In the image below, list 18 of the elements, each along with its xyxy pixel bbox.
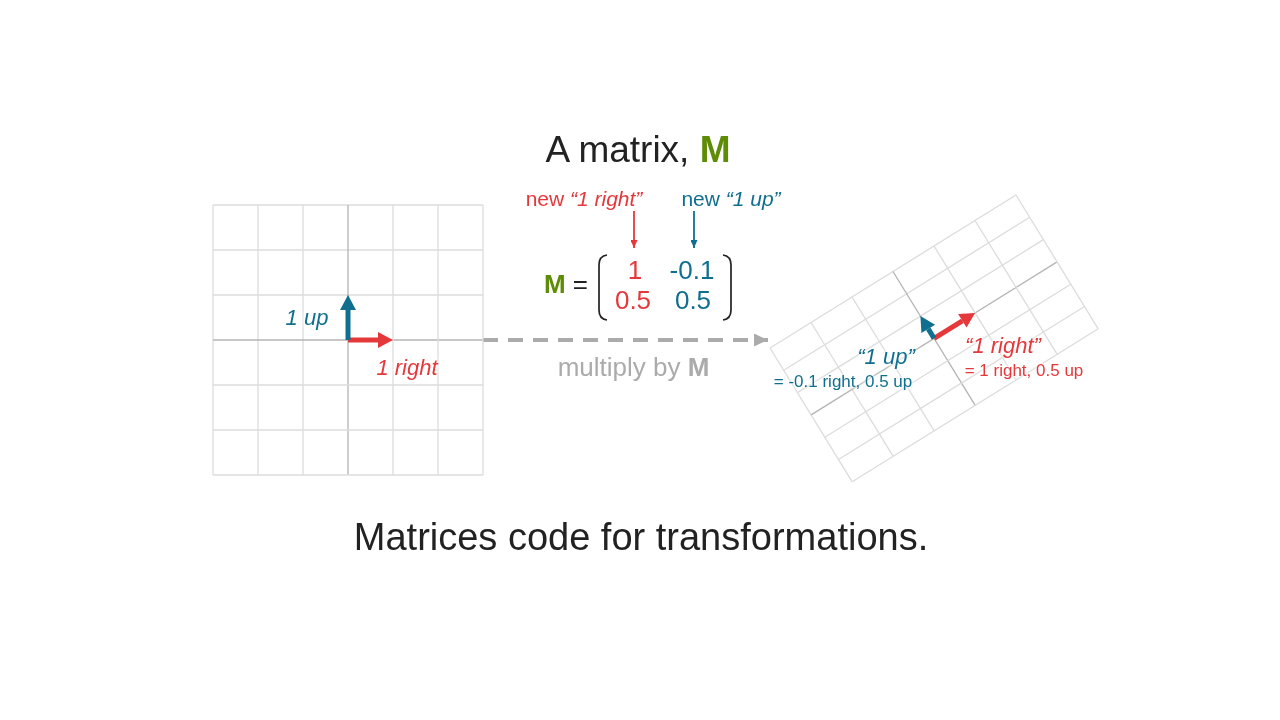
matrix-entry: 0.5	[674, 286, 712, 316]
vector-label: 1 up	[285, 305, 329, 331]
matrix-entry: 0.5	[614, 286, 652, 316]
dashed-arrow	[483, 333, 768, 347]
title: A matrix, M	[545, 128, 731, 172]
caption: Matrices code for transformations.	[353, 516, 929, 560]
vector-formula: = 1 right, 0.5 up	[964, 361, 1084, 381]
vector-label: “1 right”	[965, 333, 1041, 359]
matrix-name: M =	[543, 270, 589, 300]
matrix-entry: 1	[627, 256, 643, 286]
matrix-entry: -0.1	[669, 256, 715, 286]
arrow	[690, 210, 698, 249]
vector-formula: = -0.1 right, 0.5 up	[773, 372, 913, 392]
vector-label: 1 right	[376, 355, 438, 381]
column-heading: new “1 right”	[525, 186, 643, 212]
column-heading: new “1 up”	[681, 186, 781, 212]
vector-label: “1 up”	[857, 344, 915, 370]
arrow	[630, 210, 638, 249]
